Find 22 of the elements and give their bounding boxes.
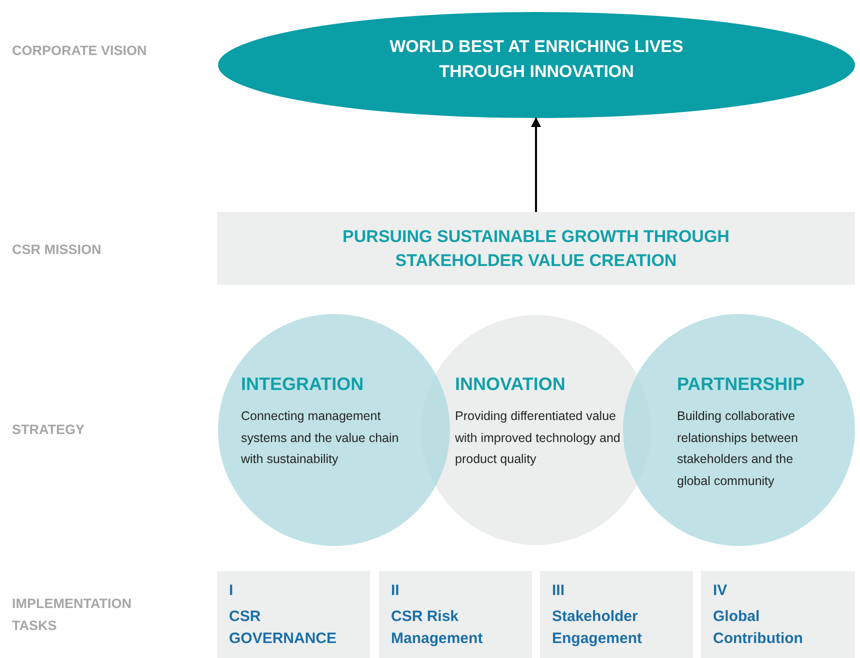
task-title: Global Contribution — [713, 607, 804, 649]
row-label: IMPLEMENTATION TASKS — [12, 595, 132, 635]
roman-numeral: I — [229, 581, 234, 601]
strategy-heading: INNOVATION — [455, 374, 566, 395]
strategy-description: Building collaborative relationships between stakeholders and the global community — [677, 408, 799, 490]
vision-text: WORLD BEST AT ENRICHING LIVES THROUGH INNOVATION — [388, 36, 684, 83]
strategy-heading: INTEGRATION — [241, 374, 364, 395]
strategy-description: Connecting management systems and the value chain with sustainability — [241, 408, 400, 468]
row-label: STRATEGY — [12, 421, 86, 439]
task-title: CSR Risk Management — [391, 607, 484, 649]
row-label: CSR MISSION — [12, 241, 102, 259]
roman-numeral: III — [552, 581, 566, 601]
roman-numeral: II — [391, 581, 400, 601]
strategy-heading: PARTNERSHIP — [677, 374, 805, 395]
roman-numeral: IV — [713, 581, 728, 601]
mission-text: PURSUING SUSTAINABLE GROWTH THROUGH STAKEHOLDER VALUE CREATION — [342, 226, 730, 272]
arrow — [531, 117, 541, 212]
task-title: Stakeholder Engagement — [552, 607, 644, 649]
strategy-description: Providing differentiated value with improved technology and product quality — [455, 408, 622, 468]
row-label: CORPORATE VISION — [12, 42, 148, 60]
mission-band — [217, 212, 855, 285]
task-title: CSR GOVERNANCE — [229, 607, 338, 649]
